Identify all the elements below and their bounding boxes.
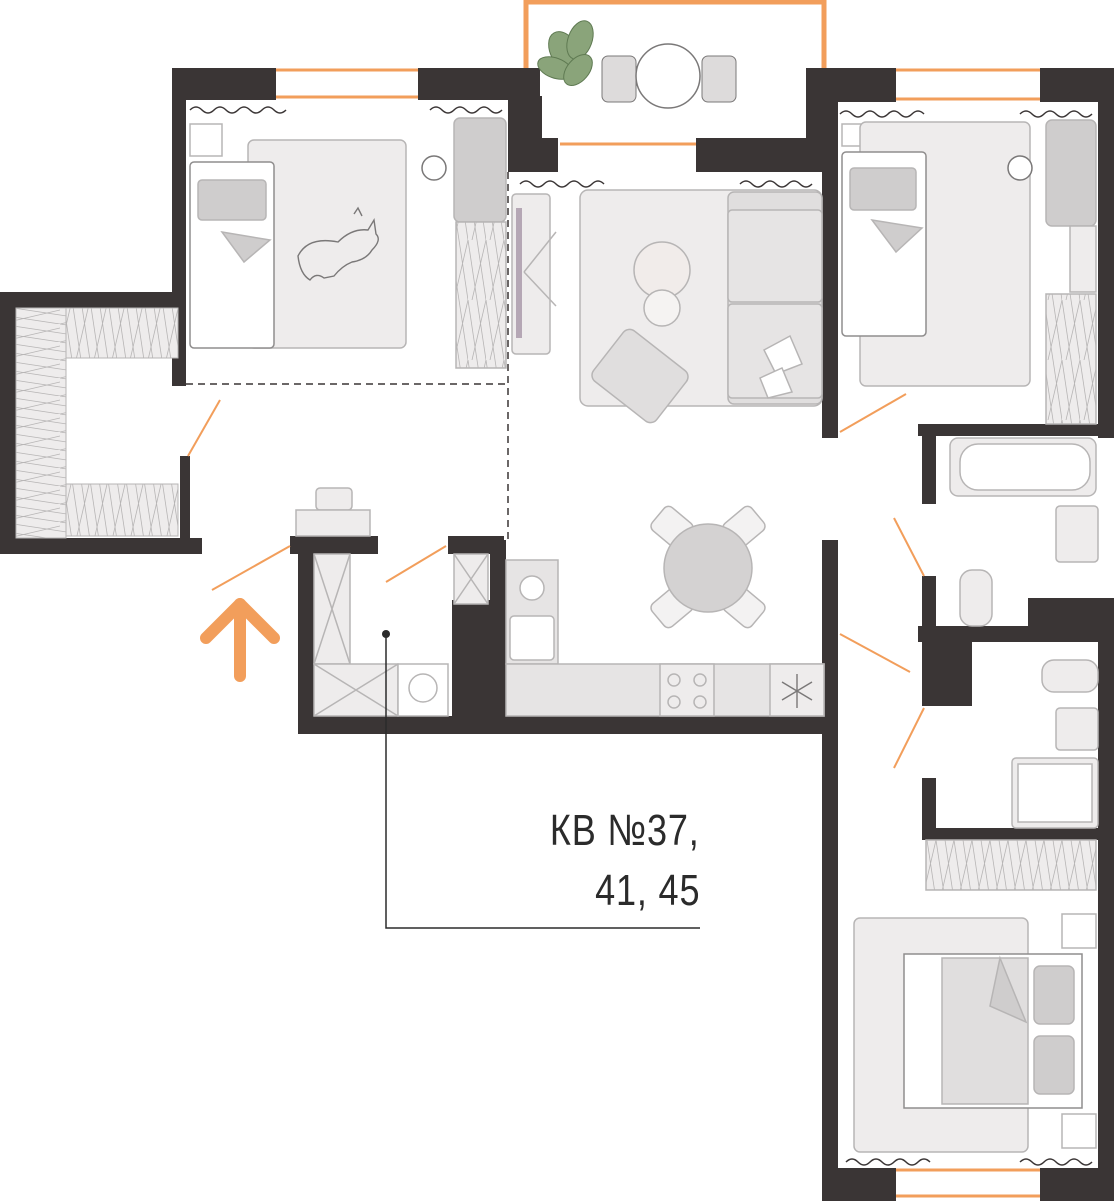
- windows: [276, 0, 1040, 1198]
- bedroom-left-furniture: [189, 117, 507, 369]
- bathroom-fixtures: [949, 437, 1099, 829]
- entrance-arrow-icon: [200, 598, 280, 682]
- dog-drawing-icon: [297, 206, 379, 281]
- snowflake-icon: [781, 674, 813, 708]
- walls: [0, 68, 1114, 1201]
- plant-icon: [537, 20, 594, 86]
- balcony-furniture: [537, 20, 737, 109]
- apartment-number-label: КВ №37,: [550, 806, 700, 855]
- dining-table: [650, 505, 766, 629]
- balcony-rail: [523, 0, 827, 68]
- bedroom-bottom-furniture: [853, 839, 1097, 1153]
- zone-boundary: [186, 172, 509, 540]
- curtains: [189, 106, 1093, 1166]
- washing-machine-icon: [519, 575, 545, 601]
- dressing-room-furniture: [15, 307, 179, 539]
- label-leader-line: [382, 630, 700, 929]
- living-room-furniture: [511, 189, 823, 629]
- kitchen-furniture: [505, 559, 825, 717]
- bedroom-right-furniture: [841, 119, 1097, 425]
- apartment-number-label-line2: 41, 45: [594, 866, 700, 915]
- hallway-furniture: [295, 487, 489, 717]
- door-swings: [187, 393, 925, 769]
